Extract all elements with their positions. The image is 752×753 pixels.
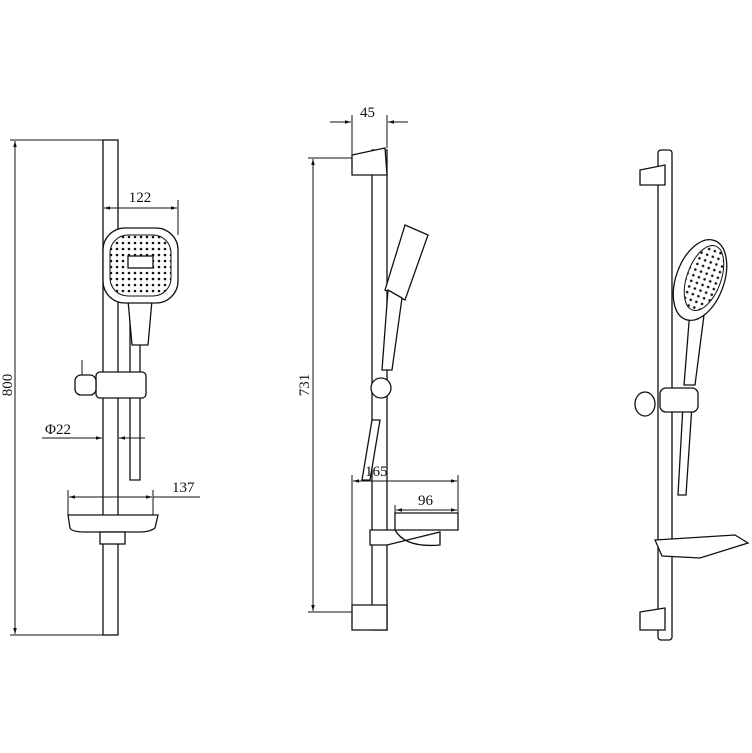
- handle: [381, 288, 403, 371]
- knob: [370, 377, 392, 399]
- top-bracket: [639, 164, 666, 186]
- handle: [127, 299, 153, 346]
- hose: [677, 404, 693, 496]
- soap-dish: [654, 534, 750, 559]
- dish-holder: [369, 529, 441, 547]
- dim-96: 96: [418, 493, 434, 509]
- perspective-view: [634, 149, 750, 641]
- shower-head: [384, 224, 429, 301]
- slider: [659, 387, 699, 413]
- dim-731: 731: [297, 374, 313, 397]
- knob: [634, 391, 656, 417]
- dim-phi22: Φ22: [45, 422, 71, 438]
- soap-dish: [67, 514, 159, 533]
- dish-holder: [99, 531, 126, 545]
- slider: [95, 371, 147, 399]
- dim-165: 165: [365, 464, 388, 480]
- mode-button: [127, 255, 154, 269]
- dim-122: 122: [129, 190, 152, 206]
- dim-45: 45: [360, 105, 375, 121]
- knob: [74, 374, 97, 396]
- handle: [683, 309, 705, 386]
- spray-face: [683, 245, 725, 311]
- top-bracket: [351, 147, 388, 176]
- soap-dish: [394, 512, 459, 531]
- bottom-bracket: [351, 604, 388, 631]
- front-view: 800 122 Φ22 137: [0, 139, 200, 636]
- dim-137: 137: [172, 480, 195, 496]
- side-view: 45 731 165 96: [297, 105, 459, 631]
- dim-800: 800: [0, 374, 16, 397]
- bottom-bracket: [639, 607, 666, 631]
